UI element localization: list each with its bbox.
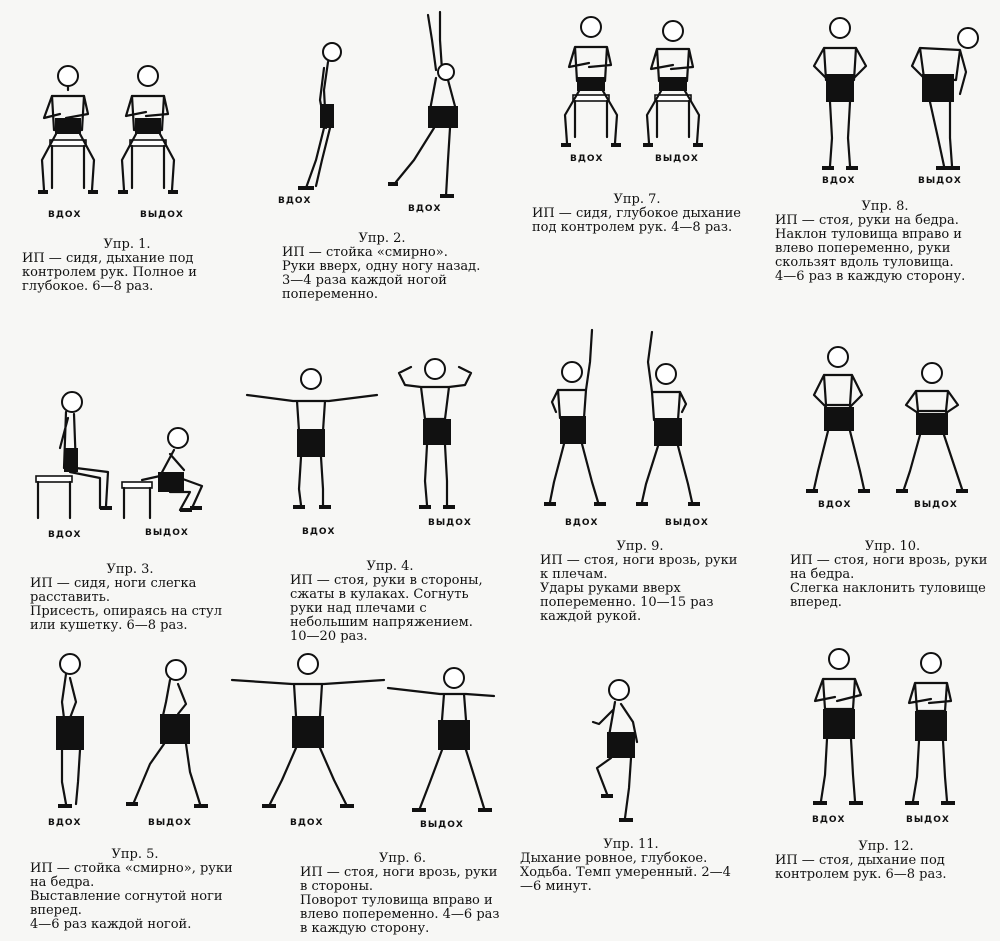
exercise-3-caption: Упр. 3. ИП — сидя, ноги слегка расставит… <box>30 563 230 633</box>
exercise-3-label-inhale: ВДОХ <box>48 530 82 540</box>
exercise-3-title: Упр. 3. <box>106 562 154 577</box>
exercise-1-illustration <box>38 65 178 194</box>
exercise-10-text-2: Слегка наклонить туловище вперед. <box>790 581 986 610</box>
exercise-4-text: ИП — стоя, руки в стороны, сжаты в кулак… <box>290 573 483 644</box>
exercise-8-label-exhale: ВЫДОХ <box>918 176 962 186</box>
exercise-2-caption: Упр. 2. ИП — стойка «смирно». Руки вверх… <box>282 232 482 302</box>
exercise-12-label-exhale: ВЫДОХ <box>906 815 950 825</box>
exercise-7-title: Упр. 7. <box>613 192 661 207</box>
exercise-12-text: ИП — стоя, дыхание под контролем рук. 6—… <box>775 853 947 882</box>
exercise-7-label-inhale: ВДОХ <box>570 154 604 164</box>
exercise-8-illustration <box>812 17 979 170</box>
exercise-4-caption: Упр. 4. ИП — стоя, руки в стороны, сжаты… <box>290 560 490 644</box>
exercise-5-text-1: ИП — стойка «смирно», руки на бедра. <box>30 861 233 890</box>
exercise-8-text-2: 4—6 раз в каждую сторону. <box>775 269 966 284</box>
exercise-9-text-2: Удары руками вверх попеременно. 10—15 ра… <box>540 581 714 624</box>
exercise-1-caption: Упр. 1. ИП — сидя, дыхание под контролем… <box>22 238 232 294</box>
exercise-2-title: Упр. 2. <box>358 231 406 246</box>
exercise-11-illustration <box>591 679 639 822</box>
exercise-9-illustration <box>544 328 700 506</box>
exercise-6-text-2: Поворот туловища вправо и влево попереме… <box>300 893 500 936</box>
exercise-5-illustration <box>56 653 208 808</box>
exercise-2-label-1: ВДОХ <box>278 196 312 206</box>
exercise-5-label-exhale: ВЫДОХ <box>148 818 192 828</box>
exercise-10-text-1: ИП — стоя, ноги врозь, руки на бедра. <box>790 553 988 582</box>
exercise-12-label-inhale: ВДОХ <box>812 815 846 825</box>
exercise-2-text: ИП — стойка «смирно». Руки вверх, одну н… <box>282 245 481 302</box>
exercise-4-illustration <box>245 358 473 509</box>
exercise-9-label-exhale: ВЫДОХ <box>665 518 709 528</box>
exercise-4-label-exhale: ВЫДОХ <box>428 518 472 528</box>
exercise-3-text-1: ИП — сидя, ноги слегка расставить. <box>30 576 197 605</box>
exercise-10-title: Упр. 10. <box>864 539 921 554</box>
exercise-10-label-exhale: ВЫДОХ <box>914 500 958 510</box>
exercise-5-title: Упр. 5. <box>111 847 159 862</box>
exercise-10-label-inhale: ВДОХ <box>818 500 852 510</box>
exercise-6-text-1: ИП — стоя, ноги врозь, руки в стороны. <box>300 865 498 894</box>
exercise-1-text: ИП — сидя, дыхание под контролем рук. По… <box>22 251 197 294</box>
exercise-9-label-inhale: ВДОХ <box>565 518 599 528</box>
exercise-8-label-inhale: ВДОХ <box>822 176 856 186</box>
exercise-3-text-2: Присесть, опираясь на стул или кушетку. … <box>30 604 222 633</box>
exercise-9-caption: Упр. 9. ИП — стоя, ноги врозь, руки к пл… <box>540 540 740 624</box>
exercise-12-illustration <box>813 648 955 805</box>
exercise-7-caption: Упр. 7. ИП — сидя, глубокое дыхание под … <box>532 193 742 235</box>
exercise-10-illustration <box>806 346 968 493</box>
exercise-1-label-exhale: ВЫДОХ <box>140 210 184 220</box>
exercise-6-label-exhale: ВЫДОХ <box>420 820 464 830</box>
exercise-3-illustration <box>35 391 204 520</box>
exercise-6-caption: Упр. 6. ИП — стоя, ноги врозь, руки в ст… <box>300 852 505 936</box>
exercise-12-caption: Упр. 12. ИП — стоя, дыхание под контроле… <box>775 840 997 882</box>
exercise-4-title: Упр. 4. <box>366 559 414 574</box>
exercise-6-title: Упр. 6. <box>378 851 427 866</box>
exercise-8-text-1: ИП — стоя, руки на бедра. Наклон туловищ… <box>775 213 962 270</box>
exercise-12-title: Упр. 12. <box>858 839 914 854</box>
exercise-8-caption: Упр. 8. ИП — стоя, руки на бедра. Наклон… <box>775 200 995 284</box>
exercise-10-caption: Упр. 10. ИП — стоя, ноги врозь, руки на … <box>790 540 995 610</box>
exercise-1-label-inhale: ВДОХ <box>48 210 82 220</box>
exercise-6-illustration <box>230 653 496 812</box>
exercise-5-text-2: Выставление согнутой ноги вперед. <box>30 889 223 918</box>
exercise-7-text: ИП — сидя, глубокое дыхание под контроле… <box>532 206 741 235</box>
exercise-1-title: Упр. 1. <box>103 237 151 252</box>
exercise-4-label-inhale: ВДОХ <box>302 527 336 537</box>
exercise-11-title: Упр. 11. <box>603 837 659 852</box>
exercise-7-label-exhale: ВЫДОХ <box>655 154 699 164</box>
exercise-7-illustration <box>561 16 703 147</box>
exercise-8-title: Упр. 8. <box>861 199 909 214</box>
exercise-5-caption: Упр. 5. ИП — стойка «смирно», руки на бе… <box>30 848 240 932</box>
exercise-2-label-2: ВДОХ <box>408 204 442 214</box>
exercise-5-label-inhale: ВДОХ <box>48 818 82 828</box>
exercise-5-text-3: 4—6 раз каждой ногой. <box>30 917 192 932</box>
exercise-11-caption: Упр. 11. Дыхание ровное, глубокое. Ходьб… <box>520 838 742 894</box>
exercise-11-text: Дыхание ровное, глубокое. Ходьба. Темп у… <box>520 851 731 894</box>
exercise-6-label-inhale: ВДОХ <box>290 818 324 828</box>
exercise-2-illustration <box>298 10 458 198</box>
exercise-9-title: Упр. 9. <box>616 539 664 554</box>
exercise-3-label-exhale: ВЫДОХ <box>145 528 189 538</box>
exercise-9-text-1: ИП — стоя, ноги врозь, руки к плечам. <box>540 553 738 582</box>
